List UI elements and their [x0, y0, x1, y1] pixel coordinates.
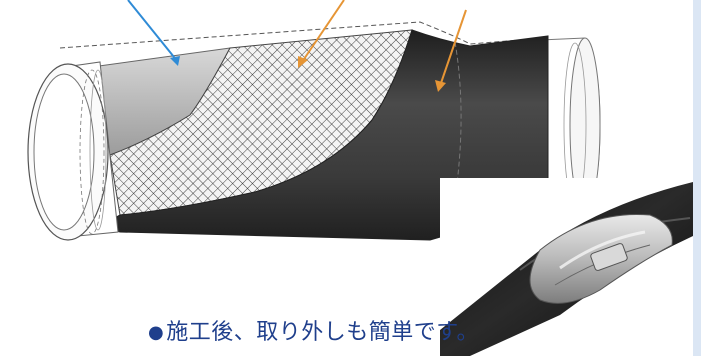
- blue-leader-arrow: [127, 0, 180, 66]
- bullet-icon: ●: [148, 322, 165, 343]
- left-pipe-end: [27, 61, 119, 241]
- orange-leader-arrow: [298, 0, 345, 68]
- right-pipe-end: [539, 37, 601, 214]
- caption: ●施工後、取り外しも簡単です。: [148, 314, 479, 346]
- caption-text: 施工後、取り外しも簡単です。: [166, 320, 480, 345]
- installed-cable-photo: [440, 178, 693, 356]
- page-edge-strip: [693, 0, 701, 356]
- orange-leader-arrow: [435, 9, 467, 92]
